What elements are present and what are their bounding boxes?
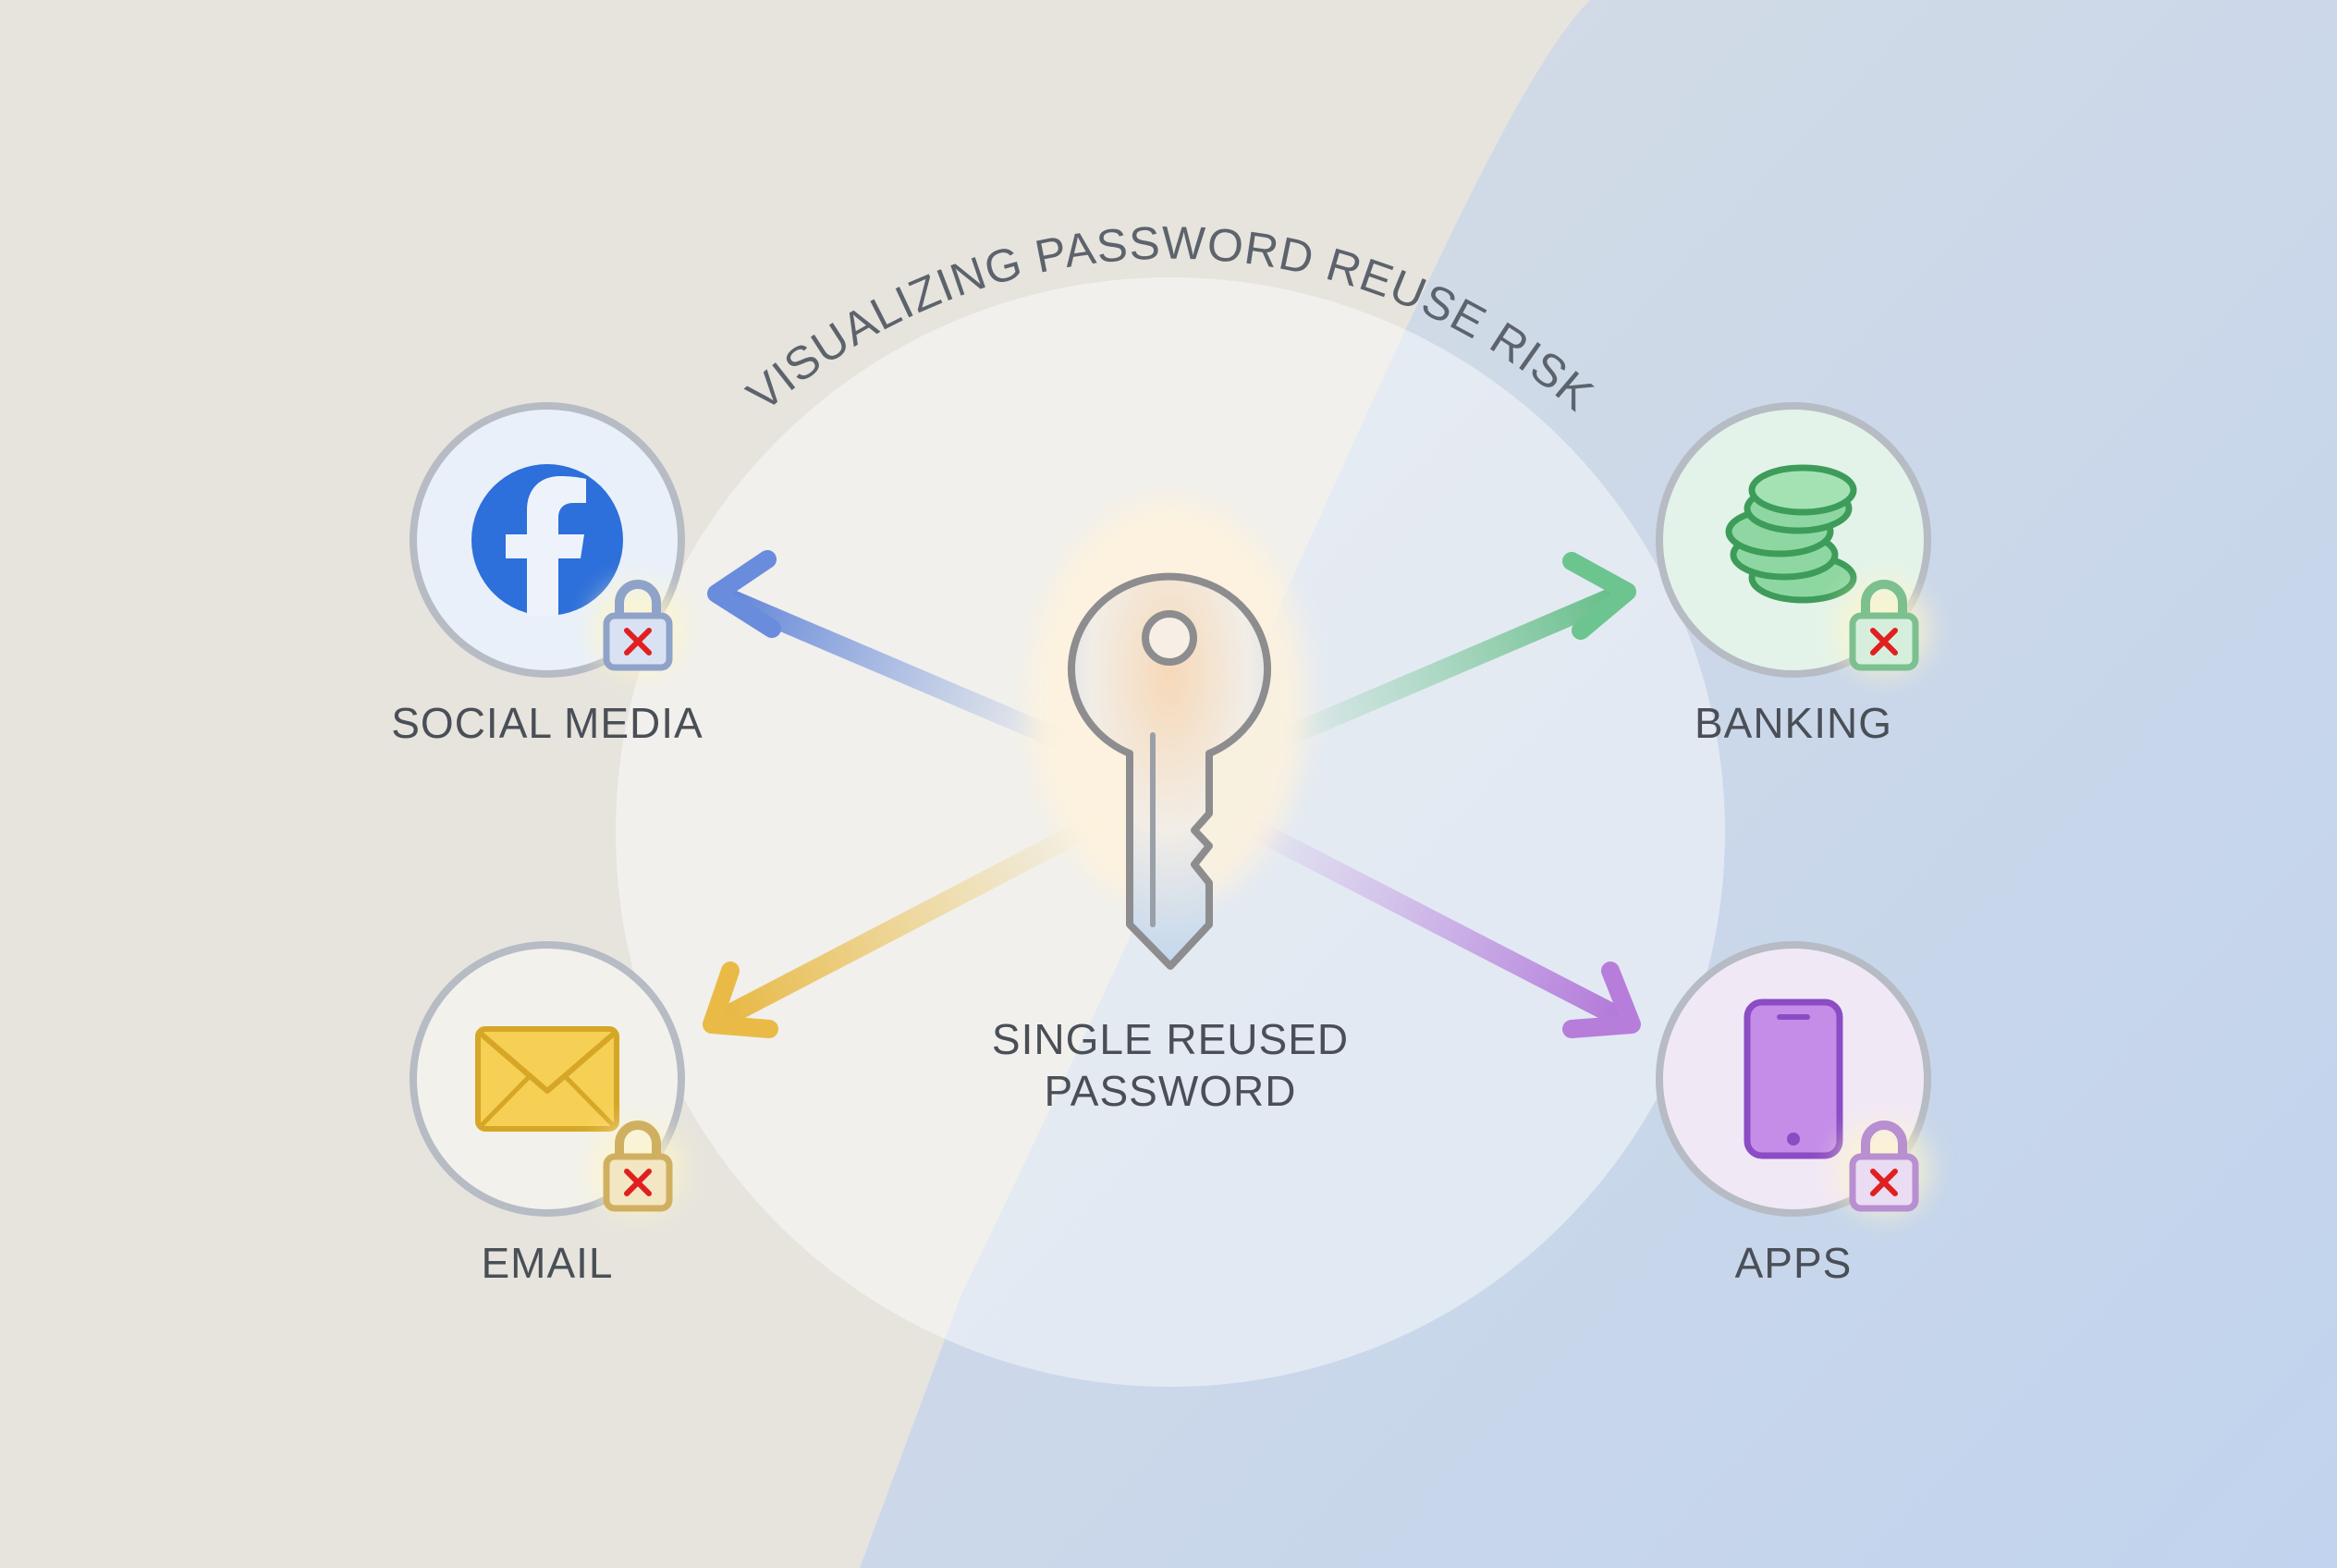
arrow-to-banking [1256,552,1636,755]
arrow-to-email [703,810,1113,1038]
coins-icon [1725,464,1857,604]
center-label-line1: SINGLE REUSED [992,1015,1349,1063]
smartphone-icon [1744,998,1843,1159]
service-label: EMAIL [481,1239,613,1287]
locked-breach-icon [1838,580,1930,675]
service-apps[interactable]: APPS [1656,941,1931,1287]
service-email[interactable]: EMAIL [410,941,685,1287]
locked-breach-icon [592,580,684,675]
arrow-to-social-media [707,550,1083,755]
background-panel [860,0,2337,1568]
service-banking[interactable]: BANKING [1656,402,1931,747]
service-social-media[interactable]: SOCIAL MEDIA [391,402,703,747]
envelope-icon [475,1026,619,1132]
service-label: SOCIAL MEDIA [391,699,703,747]
center-label-line2: PASSWORD [1045,1067,1297,1115]
locked-breach-icon [1838,1121,1930,1216]
locked-breach-icon [592,1121,684,1216]
facebook-icon [471,464,623,616]
service-label: BANKING [1695,699,1892,747]
arrow-to-apps [1227,810,1641,1038]
service-label: APPS [1735,1239,1853,1287]
key-icon [1030,499,1307,970]
